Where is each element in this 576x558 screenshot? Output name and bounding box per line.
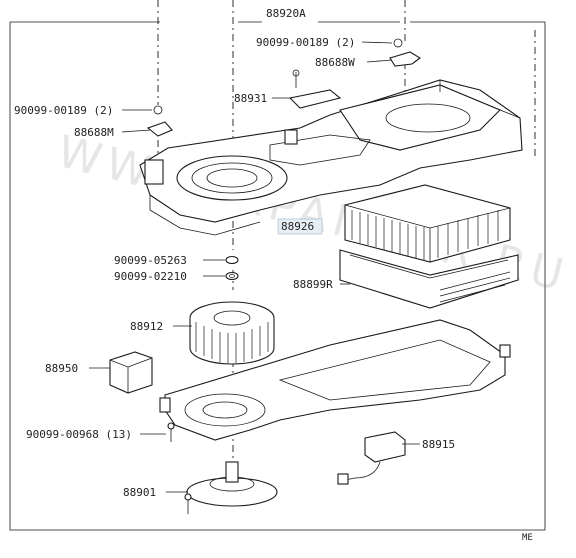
callout-88901: 88901 (123, 486, 156, 499)
motor-88901-part (184, 461, 278, 514)
clip-88688M-part (146, 105, 173, 137)
callout-88688W: 88688W (315, 56, 355, 69)
callout-90099-05263: 90099-05263 (114, 254, 187, 267)
callout-88912: 88912 (130, 320, 163, 333)
callout-88899R: 88899R (293, 278, 333, 291)
callout-88688M: 88688M (74, 126, 114, 139)
callout-88926-highlight (277, 218, 323, 235)
corner-code: ME (522, 533, 533, 543)
leader-lines (89, 41, 420, 493)
callout-88931: 88931 (234, 92, 267, 105)
callout-labels: 88920A 90099-00189 (2) 88688W 88931 9009… (14, 7, 533, 543)
fan-88912-part (189, 301, 275, 365)
callout-88915: 88915 (422, 438, 455, 451)
upper-case-part (139, 79, 523, 236)
lower-case-part (159, 319, 511, 441)
callout-90099-02210: 90099-02210 (114, 270, 187, 283)
callout-90099-00968: 90099-00968 (13) (26, 428, 132, 441)
assembly-label: 88920A (266, 7, 306, 20)
diagram-frame (9, 21, 546, 531)
filter-88926-part (344, 184, 511, 263)
callout-88926: 88926 (281, 220, 314, 233)
screw-90099-00968-part (167, 422, 175, 442)
callout-90099-00189-left: 90099-00189 (2) (14, 104, 113, 117)
washer-90099-02210-part (225, 271, 239, 281)
nut-90099-05263-part (225, 255, 239, 265)
clip-88931-part (288, 69, 342, 109)
resistor-88950-part (109, 351, 153, 394)
connector-88915-part (337, 431, 406, 485)
callout-88950: 88950 (45, 362, 78, 375)
filter-frame-88899R-part (339, 249, 519, 309)
callout-90099-00189-top: 90099-00189 (2) (256, 36, 355, 49)
clip-88688W-part (389, 38, 421, 67)
